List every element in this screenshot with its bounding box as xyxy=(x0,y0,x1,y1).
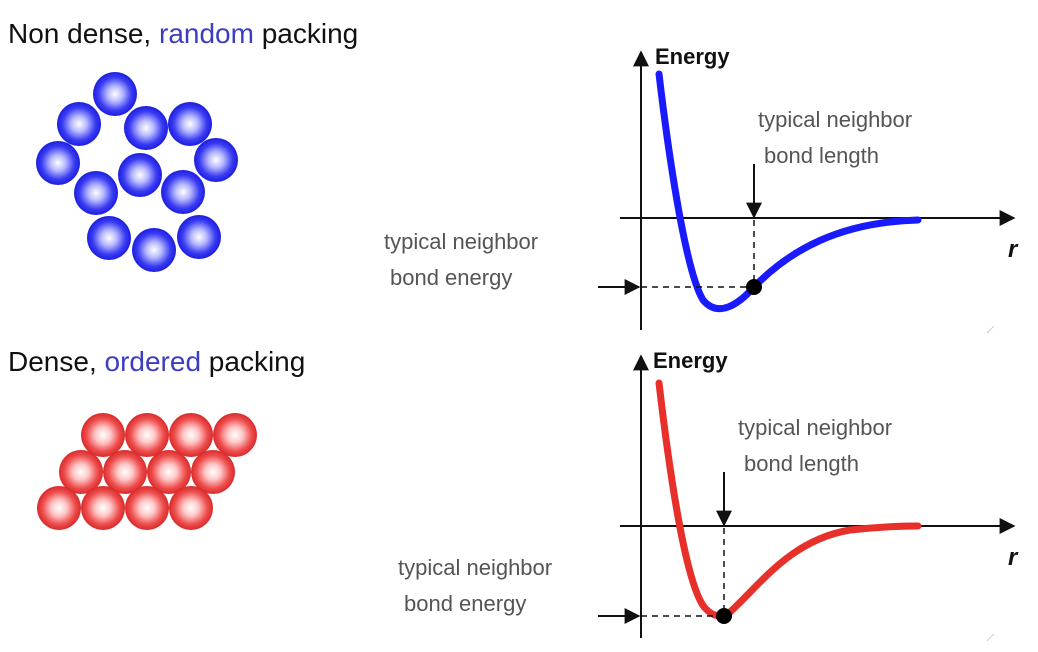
top-heading: Non dense, random packing xyxy=(8,18,358,50)
top-heading-pre: Non dense, xyxy=(8,18,152,49)
top-heading-post: packing xyxy=(261,18,359,49)
top-corner-mark xyxy=(986,325,995,334)
bottom-bond-energy-label: typical neighbor bond energy xyxy=(398,550,552,622)
red-sphere xyxy=(169,486,213,530)
top-bond-energy-line2: bond energy xyxy=(390,265,513,290)
bottom-energy-axis-label: Energy xyxy=(653,348,728,373)
bottom-bond-length-label: typical neighbor bond length xyxy=(738,410,892,482)
bottom-bond-length-line1: typical neighbor xyxy=(738,415,893,440)
top-heading-accent: random xyxy=(159,18,254,49)
blue-sphere xyxy=(93,72,137,116)
blue-sphere xyxy=(161,170,205,214)
bottom-heading-accent: ordered xyxy=(104,346,202,377)
blue-sphere xyxy=(87,216,131,260)
top-bond-length-line1: typical neighbor xyxy=(758,107,913,132)
top-bond-length-line2: bond length xyxy=(764,143,879,168)
bottom-energy-plot xyxy=(598,354,1016,638)
bottom-minimum-dot xyxy=(716,608,732,624)
bottom-corner-mark xyxy=(986,633,995,642)
top-bond-length-label: typical neighbor bond length xyxy=(758,102,912,174)
top-bond-energy-label: typical neighbor bond energy xyxy=(384,224,538,296)
blue-sphere xyxy=(118,153,162,197)
red-sphere xyxy=(125,413,169,457)
red-sphere xyxy=(37,486,81,530)
top-bond-energy-line1: typical neighbor xyxy=(384,229,539,254)
red-sphere xyxy=(191,450,235,494)
blue-sphere xyxy=(124,106,168,150)
top-energy-plot xyxy=(598,50,1016,330)
top-minimum-dot xyxy=(746,279,762,295)
blue-sphere xyxy=(177,215,221,259)
blue-sphere xyxy=(57,102,101,146)
blue-sphere xyxy=(168,102,212,146)
random-packing-spheres xyxy=(36,72,238,272)
bottom-heading-post: packing xyxy=(208,346,306,377)
ordered-packing-spheres xyxy=(37,413,257,530)
blue-sphere xyxy=(74,171,118,215)
bottom-r-axis-label: r xyxy=(1008,544,1018,571)
bottom-bond-length-line2: bond length xyxy=(744,451,859,476)
blue-sphere xyxy=(36,141,80,185)
red-sphere xyxy=(169,413,213,457)
red-sphere xyxy=(147,450,191,494)
red-sphere xyxy=(125,486,169,530)
red-sphere xyxy=(103,450,147,494)
bottom-heading: Dense, ordered packing xyxy=(8,346,305,378)
blue-sphere xyxy=(132,228,176,272)
bottom-bond-energy-line1: typical neighbor xyxy=(398,555,553,580)
red-sphere xyxy=(213,413,257,457)
bottom-bond-energy-line2: bond energy xyxy=(404,591,527,616)
top-r-axis-label: r xyxy=(1008,236,1018,263)
red-sphere xyxy=(59,450,103,494)
blue-sphere xyxy=(194,138,238,182)
bottom-heading-pre: Dense, xyxy=(8,346,97,377)
top-energy-axis-label: Energy xyxy=(655,44,730,69)
red-sphere xyxy=(81,413,125,457)
red-sphere xyxy=(81,486,125,530)
top-energy-curve xyxy=(655,70,922,313)
